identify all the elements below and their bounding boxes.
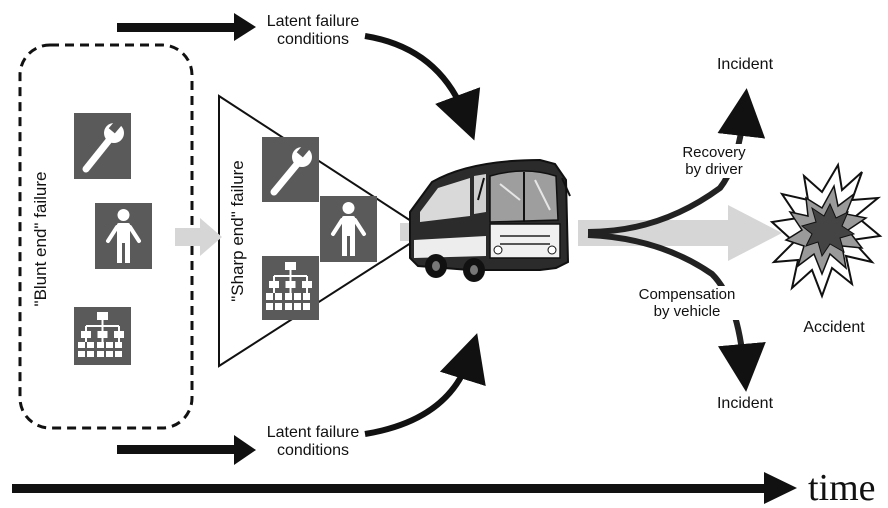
blunt-wrench-icon [74, 113, 131, 179]
time-arrow [12, 472, 797, 504]
latent-top-label: Latent failure conditions [254, 13, 372, 49]
bus-image [409, 158, 571, 282]
recovery-line1: Recovery [682, 144, 746, 161]
blunt-end-label: "Blunt end" failure [31, 171, 50, 307]
latent-bottom-line1: Latent failure [266, 424, 360, 441]
explosion-icon [769, 162, 883, 299]
latent-top-curve [364, 33, 481, 141]
blunt-org-chart-icon [74, 307, 131, 365]
sharp-wrench-icon [262, 137, 319, 202]
blunt-person-icon [95, 203, 152, 269]
compensation-line1: Compensation [638, 286, 736, 303]
recovery-line2: by driver [685, 161, 743, 178]
compensation-label: Compensation by vehicle [620, 286, 754, 320]
incident-top-label: Incident [716, 56, 774, 73]
latent-bottom-arrow [117, 435, 256, 465]
recovery-curve [587, 88, 766, 235]
compensation-line2: by vehicle [653, 303, 721, 320]
latent-bottom-label: Latent failure conditions [254, 424, 372, 460]
latent-bottom-curve [364, 333, 486, 437]
accident-label: Accident [803, 319, 865, 336]
time-label: time [808, 467, 876, 508]
latent-top-line1: Latent failure [266, 13, 360, 30]
incident-bottom-label: Incident [716, 395, 774, 412]
sharp-end-label: "Sharp end" failure [228, 160, 247, 302]
sharp-person-icon [320, 196, 377, 262]
recovery-label: Recovery by driver [662, 144, 766, 178]
compensation-curve [587, 232, 766, 392]
latent-bottom-line2: conditions [276, 442, 350, 459]
latent-top-line2: conditions [276, 31, 350, 48]
sharp-org-chart-icon [262, 256, 319, 320]
flow-arrow-1 [175, 218, 222, 256]
latent-top-arrow [117, 13, 256, 41]
